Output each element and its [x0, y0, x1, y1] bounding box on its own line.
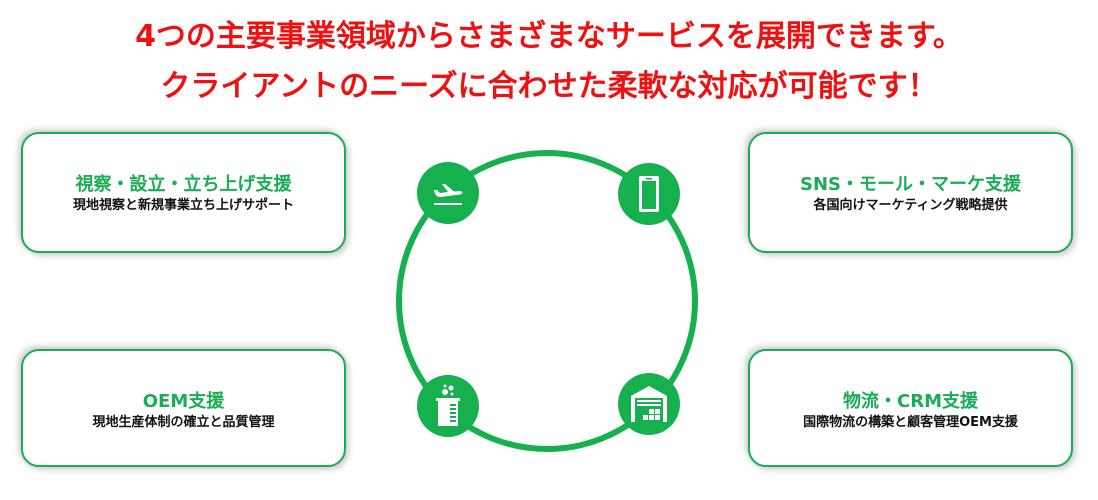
- cycle-ring: [396, 150, 698, 452]
- airplane-departure-icon: [417, 162, 479, 224]
- card-description: 現地生産体制の確立と品質管理: [92, 414, 275, 430]
- card-description: 現地視察と新規事業立ち上げサポート: [72, 198, 294, 213]
- service-card-oem: OEM支援 現地生産体制の確立と品質管理: [21, 349, 346, 467]
- card-title: 視察・設立・立ち上げ支援: [75, 174, 292, 195]
- card-description: 各国向けマーケティング戦略提供: [813, 198, 1008, 213]
- service-card-sns-marketing: SNS・モール・マーケ支援 各国向けマーケティング戦略提供: [748, 132, 1073, 253]
- beaker-icon: [417, 375, 479, 437]
- card-description: 国際物流の構築と顧客管理OEM支援: [803, 414, 1018, 430]
- warehouse-icon: [618, 373, 680, 435]
- card-title: 物流・CRM支援: [843, 390, 978, 412]
- smartphone-icon: [618, 163, 680, 225]
- headline-line-1: 4つの主要事業領域からさまざまなサービスを展開できます。: [135, 19, 963, 54]
- headline-line-2: クライアントのニーズに合わせた柔軟な対応が可能です！: [160, 69, 938, 104]
- card-title: SNS・モール・マーケ支援: [800, 174, 1021, 195]
- service-card-inspection-setup: 視察・設立・立ち上げ支援 現地視察と新規事業立ち上げサポート: [21, 132, 346, 253]
- card-title: OEM支援: [142, 390, 225, 412]
- service-card-logistics-crm: 物流・CRM支援 国際物流の構築と顧客管理OEM支援: [748, 349, 1073, 467]
